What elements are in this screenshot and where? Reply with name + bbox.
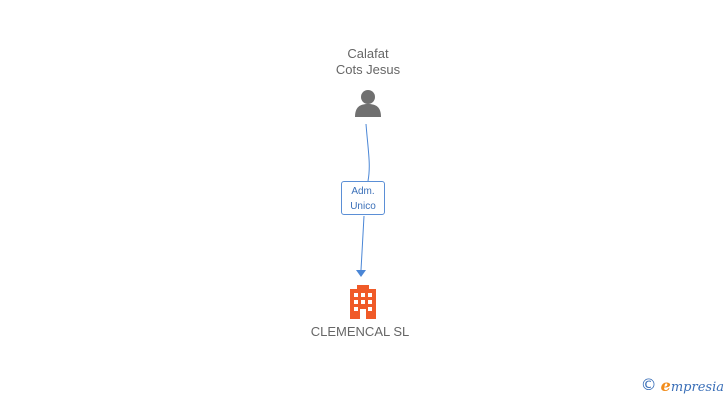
footer-brand[interactable]: © empresia <box>641 374 724 396</box>
role-label[interactable]: Adm. Unico <box>341 181 385 215</box>
person-name-line1: Calafat <box>347 46 389 61</box>
building-icon[interactable] <box>348 285 378 319</box>
company-name[interactable]: CLEMENCAL SL <box>310 324 410 339</box>
person-name-line2: Cots Jesus <box>335 62 401 77</box>
role-label-line1: Adm. <box>351 186 375 197</box>
role-label-line2: Unico <box>350 201 376 212</box>
arrowhead-icon <box>356 270 366 277</box>
copyright-icon: © <box>640 375 657 394</box>
empresia-logo: empresia <box>661 376 724 395</box>
person-name: Calafat Cots Jesus <box>268 46 468 78</box>
brand-initial: e <box>660 375 671 395</box>
brand-rest: mpresia <box>670 379 724 395</box>
person-icon[interactable] <box>353 88 383 118</box>
